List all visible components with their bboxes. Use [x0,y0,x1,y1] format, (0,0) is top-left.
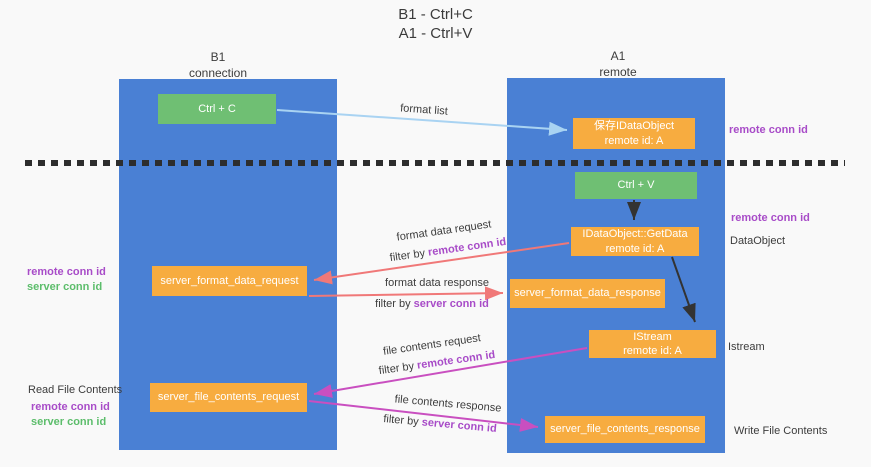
write-file-contents-label: Write File Contents [734,425,828,437]
node-server-format-data-request-label: server_format_data_request [160,274,299,287]
left-conn-id-annotation: remote conn id server conn id [27,265,106,295]
node-idataobject-getdata-line2: remote id: A [605,242,665,255]
node-istream-line2: remote id: A [623,345,682,357]
lane-a1-title: A1 [610,49,626,63]
remote-conn-id-label-top: remote conn id [729,124,808,136]
edge-label-format-data-response: format data response [385,277,489,289]
node-ctrl-v: Ctrl + V [575,172,697,199]
node-server-format-data-response: server_format_data_response [510,279,665,308]
filter-key-server-conn-id: server conn id [413,298,489,310]
arrow-format-data-request [313,242,570,285]
remote-conn-id-label: remote conn id [31,401,110,413]
node-idataobject-getdata: IDataObject::GetData remote id: A [571,227,699,256]
arrow-format-list [276,109,568,136]
server-conn-id-label: server conn id [27,280,103,293]
node-server-file-contents-response-label: server_file_contents_response [550,423,700,436]
node-save-idataobject: 保存IDataObject remote id: A [573,118,695,149]
node-ctrl-c-label: Ctrl + C [198,102,236,115]
arrow-file-contents-response [308,400,539,432]
node-server-file-contents-response: server_file_contents_response [545,416,705,443]
session-separator-line [25,160,845,166]
node-istream: IStream remote id: A [589,330,716,358]
node-istream-line1: IStream [633,330,672,343]
node-server-format-data-response-label: server_format_data_response [514,287,661,300]
node-save-idataobject-line2: remote id: A [604,134,664,147]
istream-label: Istream [728,341,765,353]
node-server-format-data-request: server_format_data_request [152,266,307,296]
edge-label-filter-server-1: filter by server conn id [375,298,489,310]
server-conn-id-label: server conn id [31,415,107,428]
remote-conn-id-label: remote conn id [27,266,106,278]
lane-header-b1: B1 connection [158,50,278,81]
node-server-file-contents-request-label: server_file_contents_request [157,391,300,404]
node-save-idataobject-line1: 保存IDataObject [593,120,675,133]
diagram-title: B1 - Ctrl+C A1 - Ctrl+V [0,6,871,44]
node-server-file-contents-request: server_file_contents_request [150,383,307,412]
filter-by-prefix: filter by [375,298,411,310]
remote-conn-id-label-mid: remote conn id [731,212,810,224]
lane-header-a1: A1 remote [558,49,678,80]
arrow-file-contents-request [313,347,588,398]
node-ctrl-v-label: Ctrl + V [617,179,655,192]
lane-b1-title: B1 [210,50,226,64]
dataobject-label: DataObject [730,235,786,247]
lane-a1-subtitle: remote [599,64,637,79]
node-ctrl-c: Ctrl + C [158,94,276,124]
arrow-format-data-response [308,286,504,301]
lane-b1-subtitle: connection [188,65,248,80]
title-line-1: B1 - Ctrl+C [398,6,473,23]
arrow-getdata-to-istream [671,256,696,323]
node-idataobject-getdata-line1: IDataObject::GetData [582,228,688,241]
left-conn-id-annotation-bottom: remote conn id server conn id [31,400,110,430]
read-file-contents-label: Read File Contents [28,384,123,396]
title-line-2: A1 - Ctrl+V [398,24,473,42]
